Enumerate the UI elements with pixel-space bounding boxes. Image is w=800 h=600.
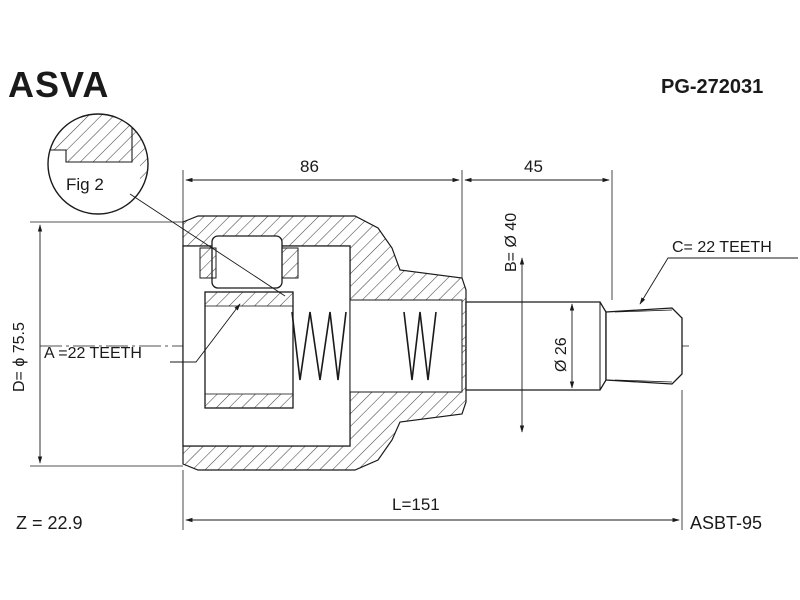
roller-cap-right: [281, 247, 299, 279]
dim-45-label: 45: [524, 157, 543, 176]
dim-26-label: Ø 26: [553, 337, 570, 372]
splined-end: [605, 307, 683, 385]
fig-2-leader: [129, 193, 286, 297]
reference-code: ASBT-95: [690, 513, 763, 533]
spider-hub-hatch-top: [204, 291, 294, 307]
callout-c-label: C= 22 TEETH: [672, 239, 772, 256]
spring-left: [291, 311, 347, 381]
dim-b-label: B= Ø 40: [503, 213, 520, 272]
dim-86-label: 86: [300, 157, 319, 176]
spider-hub-hatch-bottom: [204, 393, 294, 409]
fig-2-detail: Fig 2: [47, 113, 149, 215]
brand-logo: ASVA: [8, 64, 110, 105]
spring-right: [403, 311, 437, 381]
z-value: Z = 22.9: [16, 513, 83, 533]
output-shaft: [465, 301, 607, 391]
dim-l-label: L=151: [392, 495, 440, 514]
roller-cap-left: [199, 247, 217, 279]
spider-hub: [204, 291, 294, 409]
callout-a-label: A =22 TEETH: [44, 345, 142, 362]
callout-a-leader: [170, 303, 241, 363]
spline-line-top: [614, 309, 673, 313]
callout-c-leader: [639, 257, 798, 305]
neck-bore: [349, 299, 463, 393]
dim-d-label: D= ϕ 75.5: [11, 322, 28, 392]
spline-line-bottom: [614, 379, 673, 383]
part-number: PG-272031: [661, 76, 764, 98]
fig-2-label: Fig 2: [66, 175, 104, 194]
tripod-roller: [211, 235, 283, 289]
